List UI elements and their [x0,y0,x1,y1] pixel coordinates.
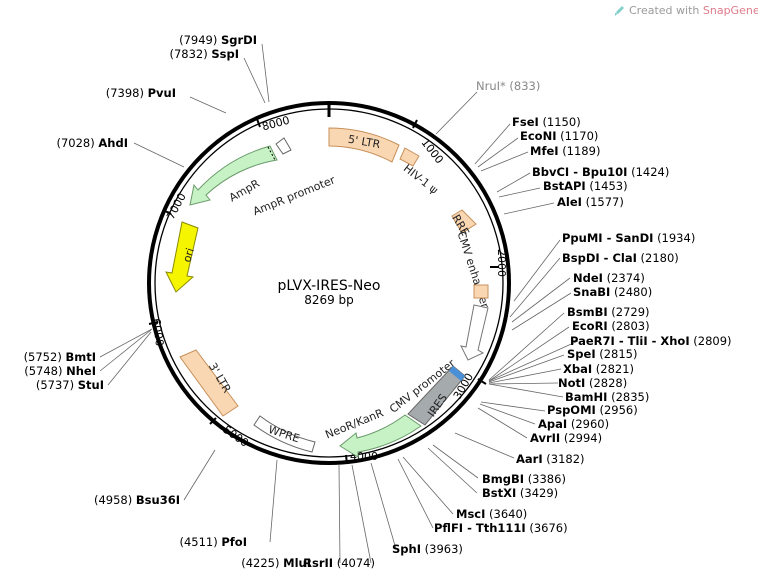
site-bmgbi: BmgBI (3386) [482,472,566,486]
feature-ires-band [449,366,465,381]
snapgene-brand: Created with SnapGene® [615,4,758,17]
feature-cmv-enhancer-box [473,284,489,299]
label-ampr: AmpR [227,177,262,205]
label-hiv-psi: HIV-1 ψ [401,162,441,197]
site-mfei: MfeI (1189) [530,144,600,158]
site-bsmbi: BsmBI (2729) [567,305,650,319]
tick-2000: 2000 [495,249,508,277]
site-xbai: XbaI (2821) [563,362,634,376]
site-pspomi: PspOMI (2956) [547,403,638,417]
site-ecori: EcoRI (2803) [572,319,650,333]
ampr-dotted-marker [267,146,276,161]
feature-wpre [253,415,316,453]
label-5ltr: 5' LTR [347,133,382,152]
feature-hiv-psi-box [399,147,420,167]
backbone [147,101,511,465]
enzyme-labels: (7949) SgrDI (7832) SspI (7398) PvuI (70… [24,33,732,570]
tick-6000: 6000 [149,318,166,348]
site-pflfi: PflFI - Tth111I (3676) [434,521,568,535]
brand-name: SnapGene [703,4,758,17]
feature-3ltr [179,349,239,417]
feature-neor [339,414,422,458]
site-bspdi: BspDI - ClaI (2180) [562,251,679,265]
plasmid-length: 8269 bp [304,293,354,307]
label-ampr-promoter: AmpR promoter [251,173,337,218]
site-stui: (5737) StuI [36,378,104,392]
svg-text:Created with SnapGene®: Created with SnapGene® [629,4,758,17]
snapgene-logo-icon [615,6,624,16]
site-nrui: NruI* (833) [476,79,540,93]
feature-5ltr [328,127,400,163]
leader-lines [99,43,579,564]
site-apai: ApaI (2960) [538,417,609,431]
site-nhei: (5748) NheI [24,364,96,378]
site-rsrii: RsrII (4074) [303,556,375,570]
tick-marks [148,118,499,465]
site-bsu36i: (4958) Bsu36I [94,493,180,507]
site-snabi: SnaBI (2480) [573,285,652,299]
site-mlui: (4225) MluI [241,556,311,570]
plasmid-name: pLVX-IRES-Neo [278,278,381,294]
feature-ori [165,221,199,293]
site-avrii: AvrII (2994) [530,431,602,445]
site-spei: SpeI (2815) [567,347,638,361]
site-noti: NotI (2828) [558,376,627,390]
feature-ampr [189,145,278,206]
site-paer7i: PaeR7I - TliI - XhoI (2809) [570,334,732,348]
site-bbvci: BbvCI - Bpu10I (1424) [532,165,669,179]
label-ori: ori [180,246,197,264]
site-econi: EcoNI (1170) [520,129,598,143]
site-bstxi: BstXI (3429) [482,486,558,500]
site-sphi: SphI (3963) [392,542,463,556]
site-pvui: (7398) PvuI [106,86,176,100]
site-alei: AleI (1577) [557,195,624,209]
feature-ires [407,365,466,426]
site-ppumi: PpuMI - SanDI (1934) [562,231,695,245]
site-bstapi: BstAPI (1453) [543,179,628,193]
site-sgrdi: (7949) SgrDI [179,33,257,47]
site-ndei: NdeI (2374) [573,271,645,285]
site-msci: MscI (3640) [456,507,527,521]
site-bamhi: BamHI (2835) [565,390,649,404]
site-ahdi: (7028) AhdI [56,136,128,150]
feature-ampr-promoter [275,137,292,155]
feature-cmv-promoter [460,304,489,361]
tick-5000: 5000 [221,423,251,450]
site-bmti: (5752) BmtI [24,350,96,364]
site-pfoi: (4511) PfoI [179,535,247,549]
site-sspi: (7832) SspI [169,47,239,61]
site-aari: AarI (3182) [516,452,585,466]
site-fsei: FseI (1150) [512,115,581,129]
feature-rre [451,209,477,234]
brand-prefix: Created with [629,4,703,17]
